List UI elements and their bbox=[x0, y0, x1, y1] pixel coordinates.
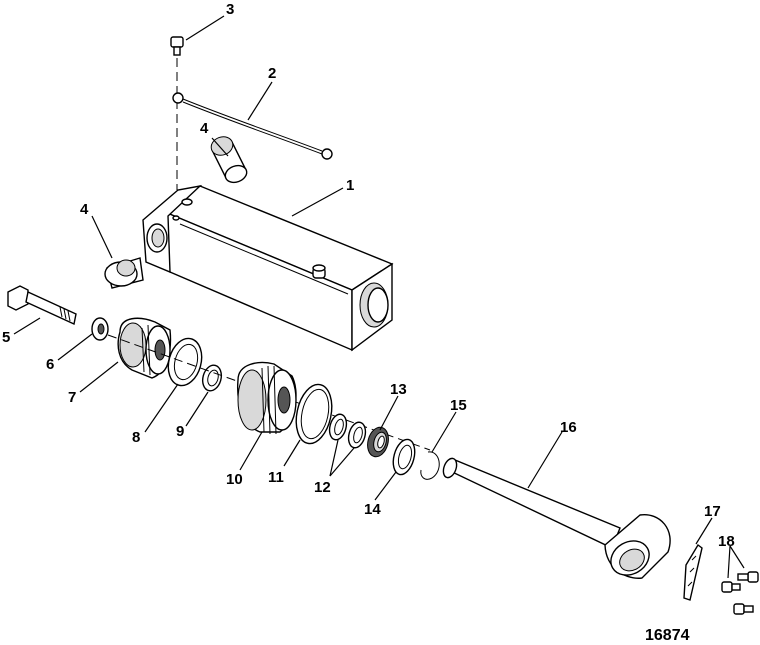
reference-number: 16874 bbox=[645, 627, 690, 644]
callout-18: 18 bbox=[718, 533, 735, 550]
callout-7: 7 bbox=[68, 389, 76, 406]
leader-lines bbox=[13, 15, 745, 579]
callout-13: 13 bbox=[390, 381, 407, 398]
callout-1: 1 bbox=[346, 177, 354, 194]
callout-11: 11 bbox=[268, 469, 284, 486]
callout-17: 17 bbox=[704, 503, 721, 520]
part-8-o-ring bbox=[167, 337, 203, 387]
part-12-seal-rings bbox=[328, 413, 367, 449]
part-15-snap-ring bbox=[420, 451, 440, 480]
part-14-washer bbox=[392, 438, 416, 476]
callout-12: 12 bbox=[314, 479, 331, 496]
callout-14: 14 bbox=[364, 501, 381, 518]
part-1-cylinder-body bbox=[142, 184, 394, 352]
part-13-wiper-seal bbox=[367, 426, 389, 458]
callout-16: 16 bbox=[560, 419, 577, 436]
callout-9: 9 bbox=[176, 423, 184, 440]
part-10-piston bbox=[237, 361, 297, 435]
part-4-bushing-upper bbox=[210, 136, 248, 184]
part-9-seal bbox=[201, 364, 223, 392]
part-7-end-cap bbox=[117, 317, 172, 379]
callout-4-lower: 4 bbox=[80, 201, 89, 218]
part-6-washer bbox=[91, 317, 109, 341]
callout-labels: 3 2 4 1 4 5 6 7 8 9 10 11 12 13 14 15 16… bbox=[2, 1, 735, 550]
part-4-bushing-lower bbox=[104, 257, 144, 289]
callout-5: 5 bbox=[2, 329, 10, 346]
part-18-screws bbox=[721, 571, 759, 615]
part-11-o-ring bbox=[295, 383, 333, 445]
part-2-ground-strap bbox=[172, 92, 333, 160]
part-5-bolt bbox=[7, 285, 77, 326]
callout-2: 2 bbox=[268, 65, 276, 82]
callout-15: 15 bbox=[450, 397, 467, 414]
callout-10: 10 bbox=[226, 471, 243, 488]
callout-3: 3 bbox=[226, 1, 234, 18]
callout-8: 8 bbox=[132, 429, 140, 446]
callout-6: 6 bbox=[46, 356, 54, 373]
part-3-screw bbox=[170, 36, 184, 56]
part-16-rod bbox=[442, 457, 671, 579]
callout-4-upper: 4 bbox=[200, 120, 209, 137]
part-17-plate bbox=[683, 543, 703, 601]
